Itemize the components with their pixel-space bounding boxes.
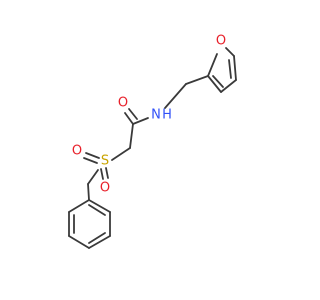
bond-furan-c2-c3-double — [212, 75, 224, 88]
bond-furan-c4-c5-double — [228, 59, 232, 79]
bond-ch2-s — [111, 147, 131, 161]
bond-s-o-left — [85, 152, 100, 159]
atom-sulfonyl-oxygen-bottom: O — [100, 181, 110, 196]
atom-sulfonyl-oxygen-left-label: O — [72, 144, 82, 159]
bond-furan-o-c2 — [207, 53, 218, 77]
bond-ph-3-4 — [68, 235, 90, 249]
bond-ch2-phenyl — [87, 183, 90, 201]
bond-layer — [68, 47, 237, 249]
structure-drawing: O O N H S O O — [68, 34, 237, 249]
atom-amide-nitrogen-label: N — [151, 108, 161, 123]
bond-s-o-left-double — [83, 157, 98, 164]
bond-furan-c3-c4 — [220, 79, 237, 93]
atom-layer: O O N H S O O — [72, 34, 226, 196]
bond-ph-4-5-double — [88, 232, 106, 244]
bond-s-o-bottom — [105, 167, 109, 179]
bond-ph-6-1-double — [88, 204, 106, 216]
bond-ph-4-5 — [88, 235, 111, 249]
atom-amide-hydrogen-label: H — [162, 108, 172, 123]
atom-furan-oxygen-label: O — [216, 34, 226, 49]
atom-carbonyl-oxygen: O — [118, 96, 128, 111]
atom-sulfur: S — [101, 154, 109, 169]
atom-carbonyl-oxygen-label: O — [118, 96, 128, 111]
bond-s-ch2 — [87, 169, 99, 185]
bond-carbonyl-o — [124, 112, 134, 125]
bond-furan-c4-c5 — [233, 55, 237, 81]
molecule-diagram: O O N H S O O — [68, 33, 237, 249]
atom-sulfur-label: S — [101, 154, 109, 169]
bond-n-carbonyl — [132, 117, 149, 125]
bond-ph-1-2 — [68, 199, 90, 213]
bond-furan-o-c5 — [225, 47, 235, 57]
atom-sulfonyl-oxygen-left: O — [72, 144, 82, 159]
atom-furan-oxygen: O — [216, 34, 226, 49]
bond-carbonyl-ch2 — [129, 123, 134, 149]
bond-s-o-bottom-double — [100, 168, 104, 180]
atom-amide-nitrogen: N H — [151, 108, 172, 123]
bond-c2-ch2 — [185, 75, 209, 85]
bond-carbonyl-o-double — [128, 108, 138, 120]
atom-sulfonyl-oxygen-bottom-label: O — [100, 181, 110, 196]
bond-ch2-n — [164, 83, 187, 109]
bond-furan-c2-c3 — [207, 75, 222, 93]
bond-ph-6-1 — [88, 199, 111, 213]
